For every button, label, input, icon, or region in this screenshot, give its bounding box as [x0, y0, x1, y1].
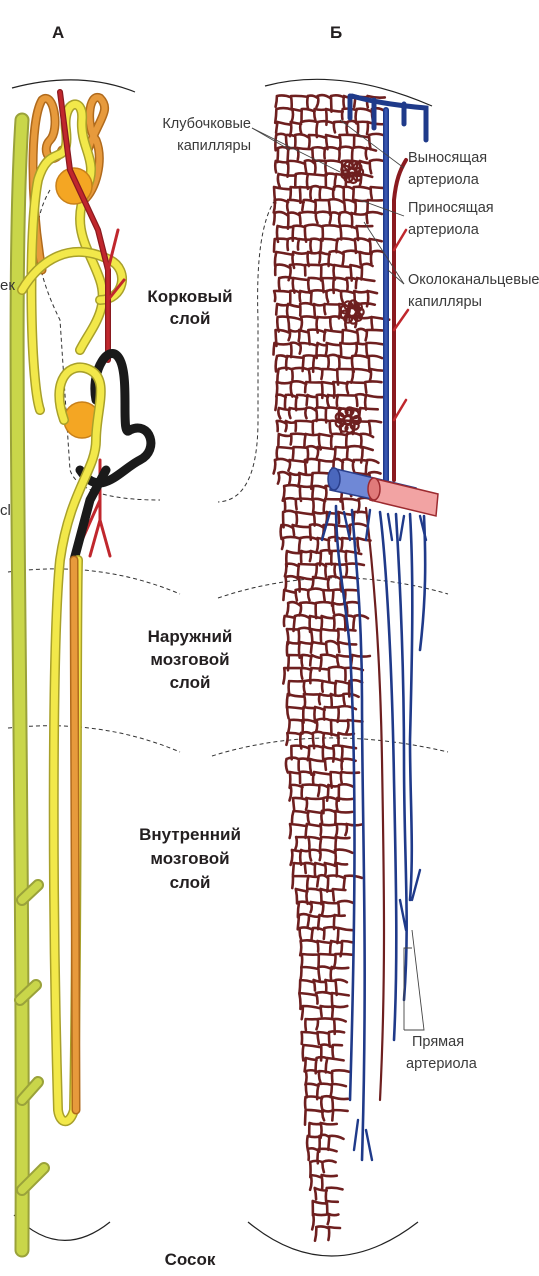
upper-nephron [22, 97, 122, 410]
zone-label-outer-medulla: Наружний мозговой слой [148, 627, 233, 692]
arcuate-artery [370, 478, 438, 516]
edge-fragment-1: ек [0, 277, 15, 294]
peritubular-capillary-network [274, 95, 390, 1241]
ann-peritubular-line1: Околоканальцевые [408, 272, 539, 288]
annotation-glomerular-capillaries: Клубочковые капилляры [162, 116, 251, 154]
zone-label-cortex: Корковый слой [147, 287, 232, 328]
panel-label-b: Б [330, 23, 342, 42]
ann-afferent-line2: артериола [408, 222, 480, 238]
zone-outer-line2: мозговой [150, 650, 229, 669]
ann-glomerular-line2: капилляры [177, 138, 251, 154]
ann-efferent-line1: Выносящая [408, 150, 487, 166]
capillary-mesh [274, 95, 390, 1241]
annotation-efferent: Выносящая артериола [408, 150, 487, 188]
zone-label-inner-medulla: Внутренний мозговой слой [139, 825, 241, 892]
ann-vasa-recta-line2: артериола [406, 1056, 478, 1072]
cortex-dashed-outline-right [218, 200, 275, 502]
left-capsule-top [12, 80, 135, 92]
zone-inner-line3: слой [170, 873, 211, 892]
annotation-afferent: Приносящая артериола [408, 200, 494, 238]
ann-glomerular-line1: Клубочковые [162, 116, 251, 132]
ann-afferent-line1: Приносящая [408, 200, 494, 216]
inner-boundary-right [212, 738, 448, 756]
inner-boundary-left [8, 726, 180, 752]
zone-inner-line1: Внутренний [139, 825, 241, 844]
annotation-peritubular: Околоканальцевые капилляры [408, 272, 539, 310]
edge-fragment-2: сl [0, 502, 11, 519]
zone-cortex-line2: слой [170, 309, 211, 328]
zone-inner-line2: мозговой [150, 849, 229, 868]
zone-outer-line3: слой [170, 673, 211, 692]
panel-label-a: А [52, 23, 64, 42]
zone-papilla: Сосок [165, 1250, 216, 1269]
ann-vasa-recta-line1: Прямая [412, 1034, 464, 1050]
ann-efferent-line2: артериола [408, 172, 480, 188]
zone-cortex-line1: Корковый [147, 287, 232, 306]
ann-peritubular-line2: капилляры [408, 294, 482, 310]
zone-outer-line1: Наружний [148, 627, 233, 646]
outer-boundary-left [8, 569, 180, 594]
annotation-vasa-recta: Прямая артериола [406, 1034, 478, 1072]
